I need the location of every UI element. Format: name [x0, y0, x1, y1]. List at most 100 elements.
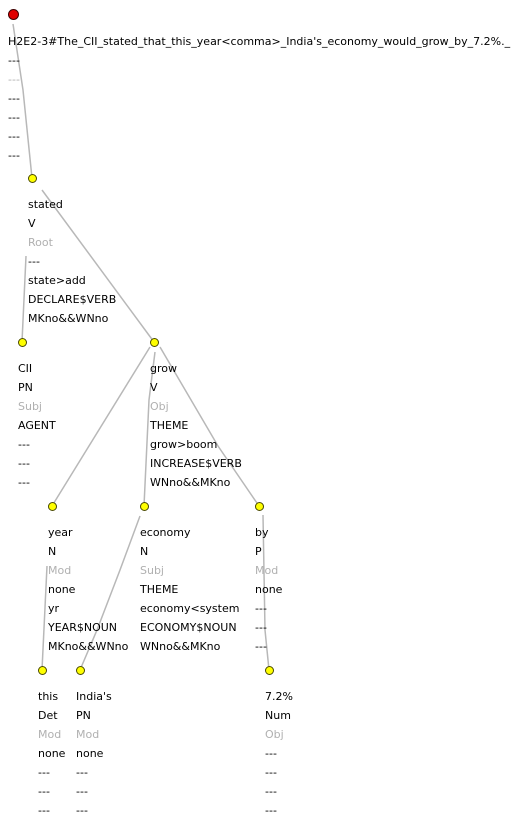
node-economy-labels: economy N Subj THEME economy<system ECON…	[140, 523, 239, 656]
node-this-labels: this Det Mod none --- --- ---	[38, 687, 65, 820]
node-stated-labels: stated V Root --- state>add DECLARE$VERB…	[28, 195, 116, 328]
concept-label: ---	[255, 621, 267, 634]
relation-label: Mod	[255, 564, 279, 577]
concept-label: DECLARE$VERB	[28, 293, 117, 306]
edge-year-to-this	[41, 565, 48, 671]
root-line: ---	[8, 73, 20, 86]
node-this-dot[interactable]	[38, 666, 47, 675]
role-label: none	[38, 747, 66, 760]
pos-label: V	[150, 381, 158, 394]
pos-label: Det	[38, 709, 58, 722]
flags-label: ---	[255, 640, 267, 653]
role-label: THEME	[150, 419, 189, 432]
lemma-label: yr	[48, 602, 60, 615]
role-label: none	[76, 747, 104, 760]
relation-label: Mod	[38, 728, 62, 741]
edge-grow-to-by	[159, 346, 260, 507]
concept-label: ECONOMY$NOUN	[140, 621, 237, 634]
root-line: ---	[8, 111, 20, 124]
sentence-label: H2E2-3#The_CII_stated_that_this_year<com…	[8, 35, 511, 48]
relation-label: Mod	[76, 728, 100, 741]
lemma-label: ---	[255, 602, 267, 615]
edge-grow-to-year	[51, 346, 151, 507]
edge-root-to-stated	[12, 23, 33, 179]
node-indias-dot[interactable]	[76, 666, 85, 675]
flags-label: MKno&&WNno	[48, 640, 129, 653]
word-label: 7.2%	[265, 690, 293, 703]
concept-label: ---	[38, 785, 50, 798]
word-label: year	[48, 526, 73, 539]
concept-label: INCREASE$VERB	[150, 457, 242, 470]
word-label: CII	[18, 362, 33, 375]
pos-label: P	[255, 545, 262, 558]
node-year-labels: year N Mod none yr YEAR$NOUN MKno&&WNno	[48, 523, 128, 656]
node-grow-dot[interactable]	[150, 338, 159, 347]
concept-label: ---	[265, 785, 277, 798]
lemma-label: state>add	[28, 274, 86, 287]
pos-label: PN	[18, 381, 33, 394]
node-stated-dot[interactable]	[28, 174, 37, 183]
role-label: ---	[28, 255, 40, 268]
pos-label: Num	[265, 709, 291, 722]
pos-label: V	[28, 217, 36, 230]
relation-label: Obj	[265, 728, 284, 741]
node-grow-labels: grow V Obj THEME grow>boom INCREASE$VERB…	[150, 359, 242, 492]
node-indias-labels: India's PN Mod none --- --- ---	[76, 687, 112, 820]
relation-label: Subj	[140, 564, 164, 577]
role-label: AGENT	[18, 419, 56, 432]
node-year-dot[interactable]	[48, 502, 57, 511]
root-node-dot[interactable]	[8, 9, 19, 20]
flags-label: WNno&&MKno	[150, 476, 231, 489]
flags-label: ---	[38, 804, 50, 817]
word-label: economy	[140, 526, 191, 539]
word-label: India's	[76, 690, 112, 703]
lemma-label: ---	[76, 766, 88, 779]
concept-label: YEAR$NOUN	[48, 621, 118, 634]
role-label: THEME	[140, 583, 179, 596]
node-pct-labels: 7.2% Num Obj --- --- --- ---	[265, 687, 293, 820]
edge-stated-to-grow	[41, 189, 155, 343]
word-label: by	[255, 526, 269, 539]
lemma-label: ---	[38, 766, 50, 779]
root-extra-lines: --- --- --- --- --- ---	[8, 51, 20, 165]
relation-label: Root	[28, 236, 53, 249]
root-line: ---	[8, 54, 20, 67]
node-by-dot[interactable]	[255, 502, 264, 511]
flags-label: ---	[76, 804, 88, 817]
root-line: ---	[8, 130, 20, 143]
word-label: this	[38, 690, 59, 703]
role-label: none	[48, 583, 76, 596]
node-by-labels: by P Mod none --- --- ---	[255, 523, 282, 656]
edge-stated-to-cii	[21, 255, 27, 343]
lemma-label: economy<system	[140, 602, 240, 615]
node-cii-dot[interactable]	[18, 338, 27, 347]
lemma-label: ---	[265, 766, 277, 779]
edge-grow-to-economy	[143, 351, 156, 507]
pos-label: N	[140, 545, 149, 558]
node-economy-dot[interactable]	[140, 502, 149, 511]
relation-label: Obj	[150, 400, 169, 413]
edge-by-to-pct	[262, 514, 270, 671]
root-line: ---	[8, 92, 20, 105]
root-line: ---	[8, 149, 20, 162]
pos-label: N	[48, 545, 57, 558]
pos-label: PN	[76, 709, 91, 722]
relation-label: Subj	[18, 400, 42, 413]
flags-label: ---	[18, 476, 30, 489]
role-label: ---	[265, 747, 277, 760]
lemma-label: grow>boom	[150, 438, 218, 451]
node-pct-dot[interactable]	[265, 666, 274, 675]
concept-label: ---	[76, 785, 88, 798]
word-label: grow	[150, 362, 177, 375]
concept-label: ---	[18, 457, 30, 470]
edge-economy-to-indias	[79, 515, 141, 671]
flags-label: MKno&&WNno	[28, 312, 109, 325]
role-label: none	[255, 583, 283, 596]
flags-label: WNno&&MKno	[140, 640, 221, 653]
lemma-label: ---	[18, 438, 30, 451]
relation-label: Mod	[48, 564, 72, 577]
node-cii-labels: CII PN Subj AGENT --- --- ---	[18, 359, 56, 492]
flags-label: ---	[265, 804, 277, 817]
